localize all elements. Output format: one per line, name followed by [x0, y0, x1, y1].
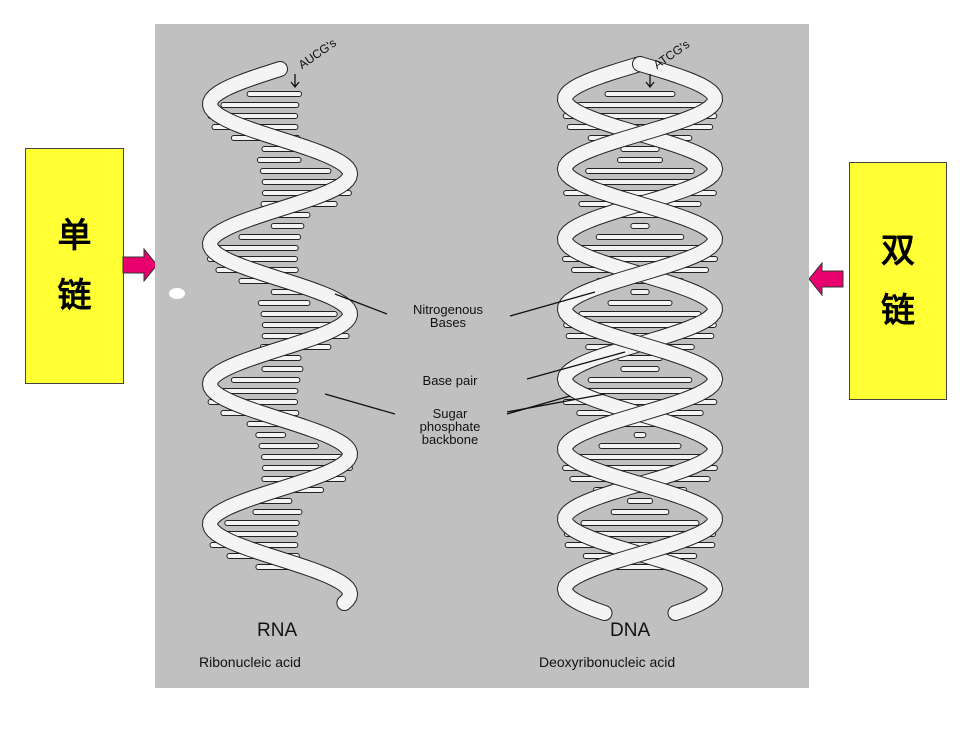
left-arrow-icon	[808, 262, 844, 296]
diagram-panel: AUCG's ATCG's Nitrogenous Bases Base pai…	[155, 24, 809, 688]
leader-line	[526, 351, 626, 380]
white-dot	[169, 288, 185, 299]
rna-pointer-arrow	[290, 74, 300, 89]
dna-pointer-arrow	[645, 74, 655, 89]
rna-full-name: Ribonucleic acid	[199, 654, 301, 670]
sugar-line: Sugar	[432, 406, 468, 421]
double-strand-callout: 双 链	[849, 162, 947, 400]
phosphate-line: phosphate	[419, 419, 481, 434]
leader-line	[509, 291, 596, 317]
rna-title: RNA	[257, 620, 298, 641]
leader-line	[334, 293, 388, 315]
base-pair-label: Base pair	[422, 373, 478, 388]
dna-full-name: Deoxyribonucleic acid	[539, 654, 676, 670]
dna-backbone-a	[557, 57, 723, 620]
rna-backbone	[202, 62, 358, 610]
callout-char: 链	[57, 276, 92, 316]
single-strand-callout: 单 链	[25, 148, 124, 384]
callout-char: 链	[881, 291, 915, 331]
leader-line	[506, 395, 571, 415]
callout-char: 双	[881, 231, 915, 271]
sugar-backbone-label: Sugar phosphate backbone	[395, 407, 505, 446]
nitrogenous-label: Nitrogenous Bases	[388, 303, 508, 329]
helix-drawing	[201, 56, 724, 621]
dna-backbone-b	[557, 57, 723, 620]
nitrogenous-line: Nitrogenous	[412, 302, 484, 317]
leader-line	[506, 393, 606, 413]
callout-char: 单	[57, 216, 92, 256]
leader-line	[324, 393, 396, 415]
bases-line: Bases	[429, 315, 467, 330]
right-arrow-icon	[122, 248, 158, 282]
backbone-line: backbone	[421, 432, 479, 447]
dna-title: DNA	[610, 620, 651, 641]
